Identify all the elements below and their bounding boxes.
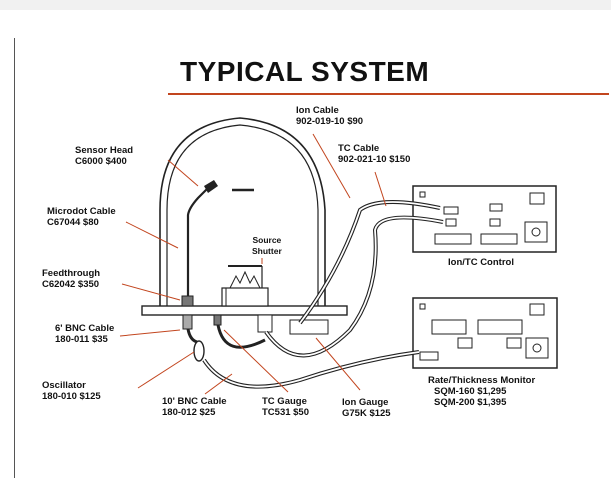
label-bnc-6ft: 6' BNC Cable 180-011 $35 xyxy=(55,323,114,345)
oscillator-part: 180-010 $125 xyxy=(42,391,101,402)
bell-jar-outer xyxy=(159,117,326,308)
rate-monitor-sqm160: SQM-160 $1,295 xyxy=(434,386,507,397)
ion-gauge-name: Ion Gauge xyxy=(342,397,389,408)
bnc-10ft-part: 180-012 $25 xyxy=(162,407,216,418)
left-border-line xyxy=(14,38,15,478)
microdot-cable-part: C67044 $80 xyxy=(47,217,99,228)
feedthrough-lower xyxy=(182,314,193,330)
ion-gauge-part: G75K $125 xyxy=(342,408,391,419)
bnc-10ft-name: 10' BNC Cable xyxy=(162,396,227,407)
base-plate xyxy=(141,305,348,316)
ion-gauge-body xyxy=(289,319,329,335)
bnc-6ft-part: 180-011 $35 xyxy=(55,334,108,345)
tc-gauge-small xyxy=(213,314,222,326)
ion-tc-control-box xyxy=(412,185,557,253)
source-flame xyxy=(229,270,261,289)
sensor-head xyxy=(204,180,218,193)
tc-gauge-name: TC Gauge xyxy=(262,396,307,407)
label-tc-cable: TC Cable 902-021-10 $150 xyxy=(338,143,410,165)
label-tc-gauge: TC Gauge TC531 $50 xyxy=(262,396,309,418)
oscillator-body xyxy=(193,340,205,362)
label-feedthrough: Feedthrough C62042 $350 xyxy=(42,268,100,290)
oscillator-name: Oscillator xyxy=(42,380,86,391)
tc-cable-part: 902-021-10 $150 xyxy=(338,154,411,165)
feedthrough-part: C62042 $350 xyxy=(42,279,100,290)
label-source-shutter: Source Shutter xyxy=(252,235,282,257)
feedthrough-name: Feedthrough xyxy=(42,268,101,279)
label-oscillator: Oscillator 180-010 $125 xyxy=(42,380,101,402)
rate-monitor-box xyxy=(412,297,558,369)
tc-gauge-part: TC531 $50 xyxy=(262,407,310,418)
tc-cable-name: TC Cable xyxy=(338,143,380,154)
label-bnc-10ft: 10' BNC Cable 180-012 $25 xyxy=(162,396,227,418)
source-shutter-line1: Source xyxy=(252,235,282,245)
bnc-6ft-name: 6' BNC Cable xyxy=(55,323,115,334)
label-microdot-cable: Microdot Cable C67044 $80 xyxy=(47,206,116,228)
sensor-arm xyxy=(186,187,209,306)
feedthrough-fitting xyxy=(181,295,194,307)
label-ion-gauge: Ion Gauge G75K $125 xyxy=(342,397,391,419)
source-shutter-line2: Shutter xyxy=(252,246,282,256)
source-boat xyxy=(221,287,269,307)
ion-cable-name: Ion Cable xyxy=(296,105,339,116)
rate-monitor-sqm200: SQM-200 $1,395 xyxy=(434,397,507,408)
label-rate-monitor: Rate/Thickness Monitor SQM-160 $1,295 SQ… xyxy=(428,375,535,408)
label-ion-cable: Ion Cable 902-019-10 $90 xyxy=(296,105,363,127)
label-sensor-head: Sensor Head C6000 $400 xyxy=(75,145,133,167)
sensor-head-part: C6000 $400 xyxy=(75,156,127,167)
title-underline xyxy=(168,93,609,95)
leader-lines xyxy=(119,133,387,395)
microdot-cable-name: Microdot Cable xyxy=(47,206,116,217)
sensor-head-name: Sensor Head xyxy=(75,145,134,156)
slide-title: TYPICAL SYSTEM xyxy=(180,56,430,87)
bell-jar-inner xyxy=(166,124,319,308)
rate-monitor-name: Rate/Thickness Monitor xyxy=(428,375,536,386)
label-ion-tc-control: Ion/TC Control xyxy=(448,257,514,268)
tc-gauge-body xyxy=(257,314,273,333)
ion-cable-part: 902-019-10 $90 xyxy=(296,116,364,127)
